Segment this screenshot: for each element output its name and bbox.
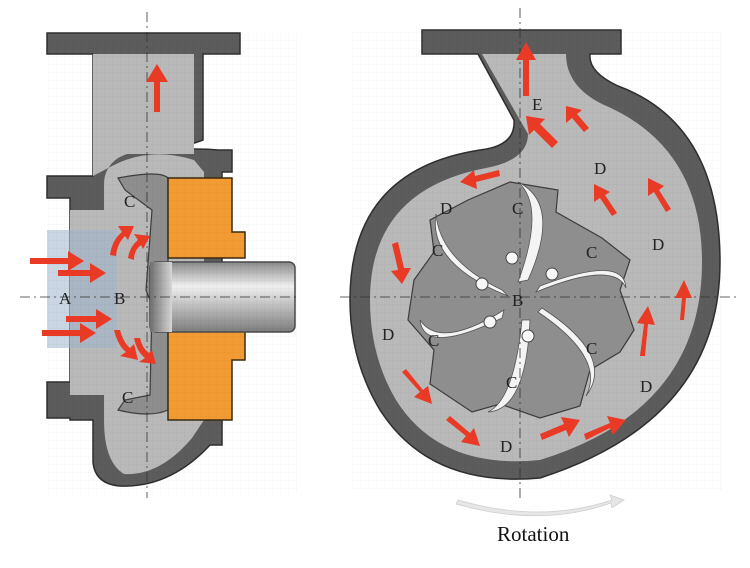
side-arrow-inlet-4 xyxy=(42,323,96,343)
front-label-b: B xyxy=(512,291,523,310)
rotation-caption: Rotation xyxy=(497,522,570,546)
side-label-c-top: C xyxy=(124,192,135,211)
front-volute-view: E B C C C C C C D D D D D D Rotation xyxy=(340,8,740,546)
front-label-e: E xyxy=(532,95,542,114)
front-arrow-outlet-3 xyxy=(566,106,589,132)
front-arrow-7 xyxy=(402,369,432,404)
front-arrow-6 xyxy=(637,306,655,356)
vane-3 xyxy=(537,307,595,397)
front-arrow-4 xyxy=(391,242,411,284)
front-flow-arrows xyxy=(391,42,692,446)
vane-4 xyxy=(487,319,531,413)
front-arrow-8 xyxy=(446,416,480,446)
rotation-arrow xyxy=(455,494,625,517)
impeller-hole-1 xyxy=(505,251,519,265)
front-label-c1: C xyxy=(512,199,523,218)
side-arrow-turn-2 xyxy=(128,234,150,260)
front-arrow-outlet-1 xyxy=(516,42,536,96)
impeller-hole-2 xyxy=(545,267,559,281)
side-arrow-turn-3 xyxy=(114,330,138,360)
side-arrow-inlet-1 xyxy=(30,251,84,271)
side-arrow-inlet-3 xyxy=(66,309,112,329)
side-arrow-turn-1 xyxy=(110,226,134,256)
front-arrow-outlet-2 xyxy=(526,116,558,148)
side-arrow-turn-4 xyxy=(134,338,156,364)
vane-1 xyxy=(517,181,544,283)
front-label-d2: D xyxy=(594,159,606,178)
front-arrow-1 xyxy=(460,170,500,189)
front-arrow-9 xyxy=(540,417,580,440)
side-label-c-bottom: C xyxy=(122,388,133,407)
side-label-a: A xyxy=(59,289,72,308)
front-label-d1: D xyxy=(440,199,452,218)
front-label-c2: C xyxy=(586,243,597,262)
impeller-hole-4 xyxy=(483,315,497,329)
front-arrow-5 xyxy=(675,280,692,320)
front-label-d3: D xyxy=(652,235,664,254)
impeller xyxy=(407,181,635,419)
side-flow-arrows xyxy=(30,64,168,364)
impeller-hole-3 xyxy=(475,277,489,291)
front-label-c6: C xyxy=(432,241,443,260)
front-label-d4: D xyxy=(382,325,394,344)
impeller-holes xyxy=(475,251,559,343)
impeller-body xyxy=(407,181,635,419)
impeller-hole-5 xyxy=(521,329,535,343)
front-label-c3: C xyxy=(586,339,597,358)
side-label-b: B xyxy=(114,289,125,308)
vane-2 xyxy=(534,270,627,293)
side-arrow-discharge xyxy=(146,64,168,112)
side-grid-overlay xyxy=(47,33,297,493)
front-label-c5: C xyxy=(428,331,439,350)
front-arrow-10 xyxy=(584,416,626,440)
front-arrow-3 xyxy=(648,178,671,212)
front-label-d5: D xyxy=(640,377,652,396)
side-arrow-inlet-2 xyxy=(58,263,106,283)
front-label-d6: D xyxy=(500,437,512,456)
front-arrow-2 xyxy=(594,184,617,216)
front-label-c4: C xyxy=(506,373,517,392)
side-section-view: A B C C xyxy=(20,12,300,498)
